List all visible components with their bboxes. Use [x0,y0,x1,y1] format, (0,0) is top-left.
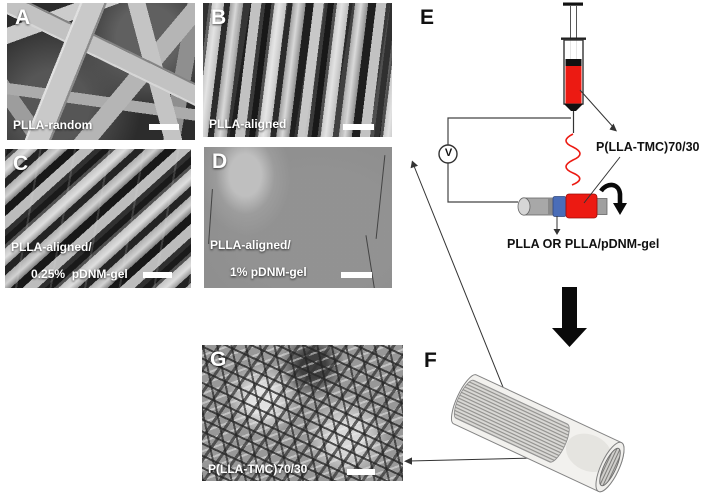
panel-g-sem-image: G P(LLA-TMC)70/30 [202,345,403,481]
panel-d-scale-bar [341,272,372,278]
panel-g-scale-bar [347,469,375,475]
crack-mark [375,155,386,239]
rotation-arrow-icon [599,182,623,204]
panel-d-sem-image: D PLLA-aligned/ 1% pDNM-gel [204,147,392,288]
syringe-barrel [563,39,584,105]
panel-c-caption-line2: 0.25% pDNM-gel [31,266,128,281]
pointer-arrowhead-icon [609,123,617,132]
panel-d-letter: D [212,150,228,173]
panel-c-caption: PLLA-aligned/ 0.25% pDNM-gel [11,239,128,282]
conduit-layer-edge [455,418,550,463]
wire-needle-to-voltmeter [447,117,571,145]
panel-d-caption: PLLA-aligned/ 1% pDNM-gel [210,237,307,280]
pointer-solution-to-label [579,89,615,129]
collector-red-fiber-layer [565,193,598,219]
panel-b-letter: B [211,6,227,29]
conduit-outer-layer [450,374,625,493]
rotation-arrow-head-icon [613,203,627,215]
collector-mandrel-stub [596,198,608,215]
conduit-end-wall [595,441,625,493]
panel-g-caption: P(LLA-TMC)70/30 [208,461,308,476]
collector-mandrel-body [523,197,554,216]
electrospinning-jet-squiggle [565,133,581,186]
syringe-plunger-thumb-rest [563,2,583,6]
voltmeter-label: V [444,147,453,159]
solution-label: P(LLA-TMC)70/30 [596,140,700,154]
pointer-label-to-red-layer [583,156,621,204]
panel-c-letter: C [13,152,29,175]
panel-a-caption: PLLA-random [13,117,93,132]
panel-f-letter: F [424,349,437,372]
panel-e-letter: E [420,6,435,29]
panel-g-letter: G [210,348,227,371]
syringe-solution [565,66,582,104]
pointer-arrowhead-icon [410,160,418,169]
conduit-surface-shading [565,433,613,473]
panel-d-caption-line2: 1% pDNM-gel [230,264,307,279]
conduit-inner-aligned-layer [453,379,570,463]
syringe-flange [561,37,586,40]
collector-mandrel-ring [548,198,553,215]
panel-a-letter: A [15,6,31,29]
crack-mark [208,189,213,244]
conduit-lumen [599,447,621,487]
tubular-conduit-drawing [450,374,625,493]
panel-c-scale-bar [143,272,172,278]
collector-mandrel-end-cap [517,197,531,216]
panel-c-sem-image: C PLLA-aligned/ 0.25% pDNM-gel [5,149,191,288]
collector-blue-layer [552,196,567,217]
pointer-arrowhead-icon [404,457,412,465]
syringe-plunger-seal [565,59,582,66]
pointer-arrowhead-icon [553,229,561,235]
panel-a-sem-image: A PLLA-random [7,3,195,140]
process-down-arrow-icon [552,287,587,347]
panel-b-caption: PLLA-aligned [209,116,287,131]
panel-a-scale-bar [149,124,179,130]
panel-d-caption-line1: PLLA-aligned/ [210,237,291,252]
collector-label: PLLA OR PLLA/pDNM-gel [507,237,660,251]
annotation-line-inner-layer [413,165,514,413]
conduit-layer-edge [473,380,568,425]
syringe-taper [564,104,583,111]
crack-mark [365,235,376,288]
panel-b-sem-image: B PLLA-aligned [203,3,392,137]
wire-voltmeter-to-collector [447,163,518,203]
annotation-line-endpoint [511,410,515,414]
panel-c-caption-line1: PLLA-aligned/ [11,239,92,254]
annotation-line-outer-layer [408,456,580,462]
panel-b-scale-bar [343,124,374,130]
